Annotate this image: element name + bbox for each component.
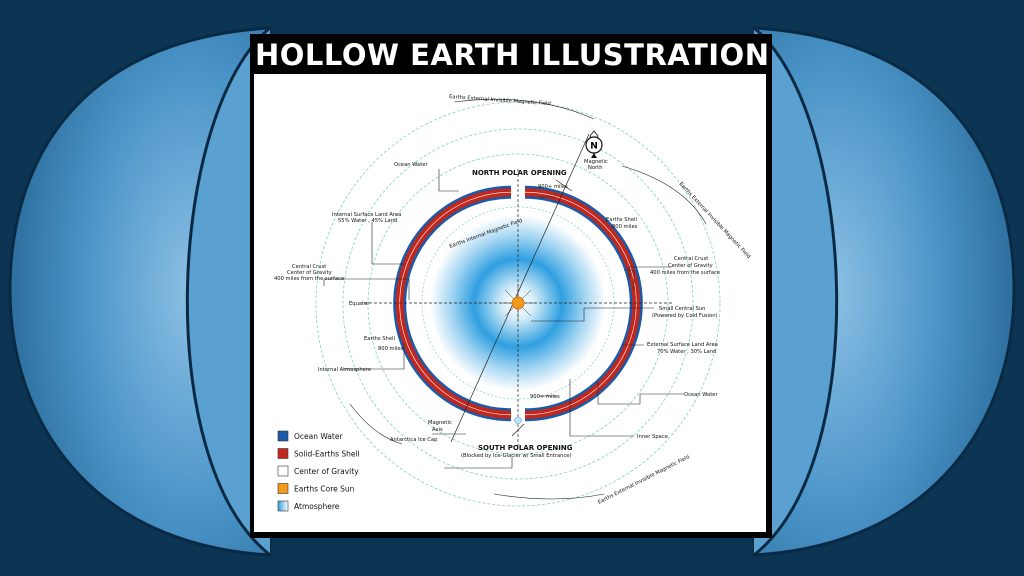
compass-icon: N (585, 130, 603, 158)
internal-land-label-2: 55% Water , 45% Land (338, 218, 397, 224)
ocean-water-right-label: Ocean Water (684, 392, 718, 398)
south-gap-label: 900+ miles (530, 394, 560, 400)
legend-swatch (277, 483, 289, 494)
central-sun-icon (500, 285, 536, 321)
crust-right-label-3: 400 miles from the surface (650, 270, 720, 276)
crust-left-label: Central Crust (292, 264, 326, 270)
magnetic-north-label: Magnetic (584, 159, 608, 165)
north-polar-opening: NORTH POLAR OPENING (472, 169, 567, 177)
south-polar-opening-note: (Blocked by Ice-Glacier w/ Small Entranc… (461, 453, 572, 459)
ext-field-label-right: Earths External Invisible Magnetic Field (678, 181, 752, 260)
earth-shell (393, 185, 643, 422)
shell-left-label-2: 800 miles (378, 346, 404, 352)
magnetic-axis-label-2: Axis (432, 427, 443, 433)
legend-label: Solid-Earths Shell (294, 450, 360, 459)
shell-right-label-2: 800 miles (612, 224, 638, 230)
magnetic-axis-label: Magnetic (428, 420, 452, 426)
legend-label: Earths Core Sun (294, 485, 355, 494)
ext-field-label-top: Earths External Invisible Magnetic Field (449, 94, 551, 107)
small-sun-label-2: (Powered by Cold Fusion) (652, 313, 718, 319)
crust-right-label-2: Center of Gravity (668, 263, 713, 269)
axes (364, 133, 672, 446)
equator-label: Equator (349, 301, 370, 307)
diagram-panel: N Earths External Invisible Magnetic Fie… (254, 74, 766, 532)
crust-right-label: Central Crust (674, 256, 708, 262)
page-title: HOLLOW EARTH ILLUSTRATION (255, 38, 770, 72)
legend-label: Ocean Water (294, 432, 343, 441)
hollow-earth-diagram: N Earths External Invisible Magnetic Fie… (274, 94, 752, 512)
external-magnetic-field (315, 101, 721, 507)
internal-land-label: Internal Surface Land Area (332, 212, 401, 218)
ice-cap-icon (513, 416, 523, 425)
legend-swatch (277, 430, 289, 442)
internal-atmosphere-label: Internal Atmosphere (318, 367, 371, 373)
right-cut-face (753, 26, 839, 557)
south-polar-opening: SOUTH POLAR OPENING (478, 444, 573, 452)
crust-left-label-2: Center of Gravity (287, 270, 332, 276)
external-land-label-2: 70% Water , 30% Land (657, 349, 716, 355)
shell-right-label: Earths Shell (606, 217, 637, 223)
legend-label: Atmosphere (294, 502, 340, 511)
external-land-label: External Surface Land Area (647, 342, 718, 348)
legend-swatch (277, 500, 289, 512)
compass-letter: N (590, 142, 598, 152)
legend-swatch (277, 465, 289, 477)
left-cut-face (185, 26, 271, 557)
ocean-water-top-label: Ocean Water (394, 162, 428, 168)
crust-left-label-3: 400 miles from the surface (274, 276, 344, 282)
field-arrows (349, 99, 707, 500)
north-gap-label: 900+ miles (538, 184, 568, 190)
legend-swatch (277, 448, 289, 459)
magnetic-axis (450, 133, 590, 443)
antarctica-label: Antarctica Ice Cap (390, 437, 438, 443)
legend-label: Center of Gravity (294, 467, 359, 476)
magnetic-north-label-2: North (588, 165, 603, 171)
inner-space-label: Inner Space (637, 434, 668, 440)
leader-lines (323, 169, 684, 469)
small-sun-label: Small Central Sun (659, 306, 705, 312)
shell-left-label: Earths Shell (364, 336, 395, 342)
